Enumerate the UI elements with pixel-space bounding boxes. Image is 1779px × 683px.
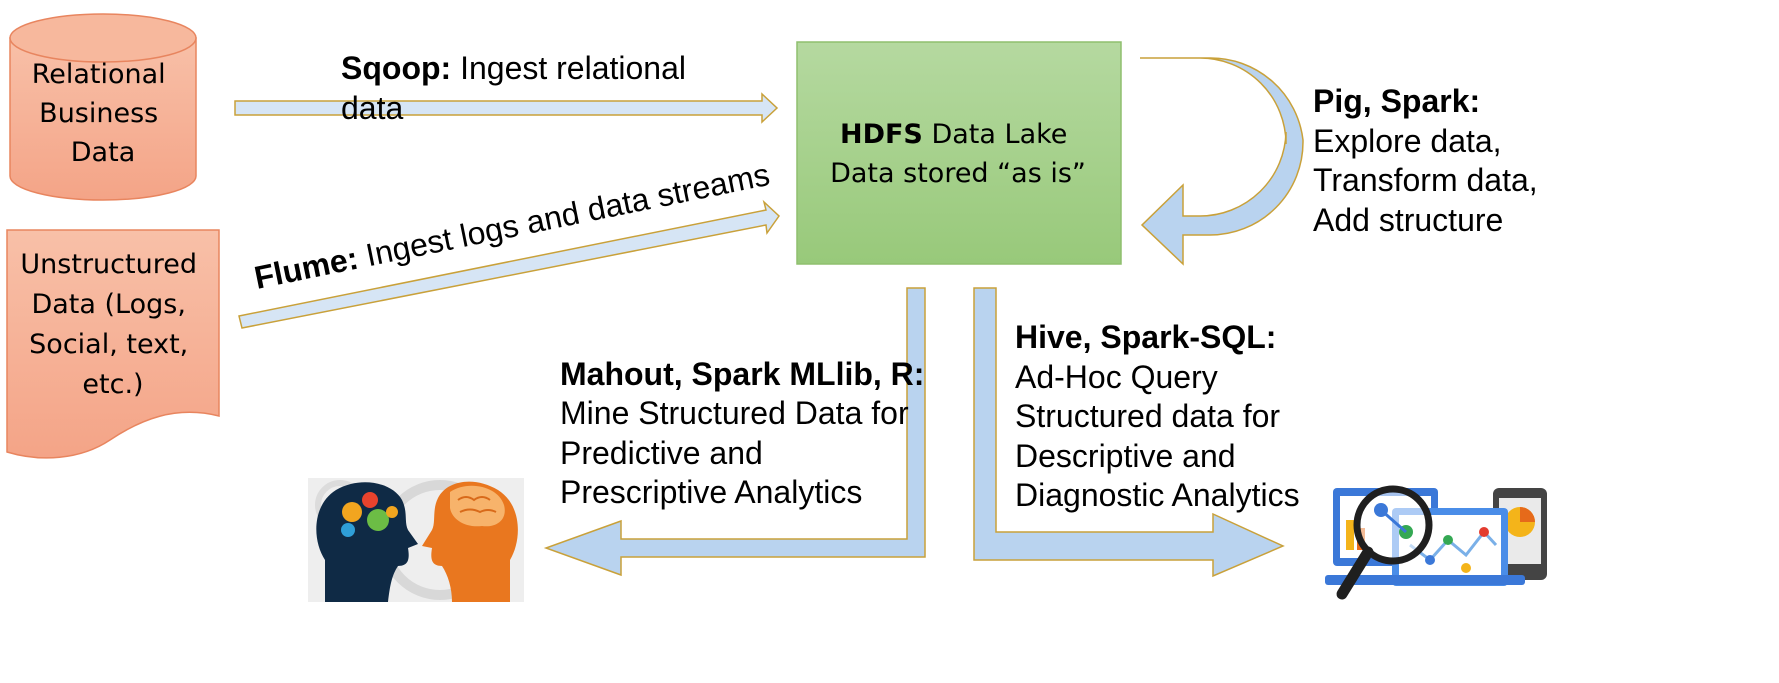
relational-label-line: Business <box>39 98 158 129</box>
unstructured-label-line: etc.) <box>82 369 143 400</box>
hive-label: Hive, Spark-SQL: Ad-Hoc Query Structured… <box>1015 319 1300 513</box>
unstructured-label-line: Data (Logs, <box>31 289 185 320</box>
pig-spark-label: Pig, Spark: Explore data, Transform data… <box>1313 83 1547 238</box>
hdfs-data-lake-box: HDFS Data Lake Data stored “as is” <box>796 41 1122 265</box>
relational-label-line: Relational <box>32 59 166 90</box>
sqoop-arrow <box>234 92 779 124</box>
relational-label-line: Data <box>71 137 135 168</box>
hdfs-title: HDFS <box>840 119 923 150</box>
unstructured-label-line: Social, text, <box>29 329 188 360</box>
relational-database-cylinder: Relational Business Data <box>9 13 197 201</box>
pig-spark-uturn-arrow <box>1140 57 1304 266</box>
magnifier-analytics-dashboard-icon <box>1325 485 1547 600</box>
svg-text:HDFS Data Lake Data stor: HDFS Data Lake Data stored “as is” <box>830 119 1086 189</box>
flume-arrow <box>238 199 780 329</box>
sqoop-label: Sqoop: Ingest relational data <box>341 50 695 126</box>
svg-text:Relational Business: Relational Business Data <box>32 59 175 168</box>
mahout-arrow <box>543 287 926 577</box>
heads-with-gears-icon <box>308 478 524 602</box>
hdfs-subtitle: Data stored “as is” <box>830 158 1086 189</box>
unstructured-label-line: Unstructured <box>20 249 197 280</box>
svg-text:Unstructured Data (Logs,: Unstructured Data (Logs, Social, text, e… <box>20 249 205 400</box>
unstructured-document-shape: Unstructured Data (Logs, Social, text, e… <box>6 229 220 459</box>
hdfs-title-rest: Data Lake <box>923 119 1068 150</box>
hive-arrow <box>973 287 1285 578</box>
mahout-label: Mahout, Spark MLlib, R: Mine Structured … <box>560 356 933 510</box>
